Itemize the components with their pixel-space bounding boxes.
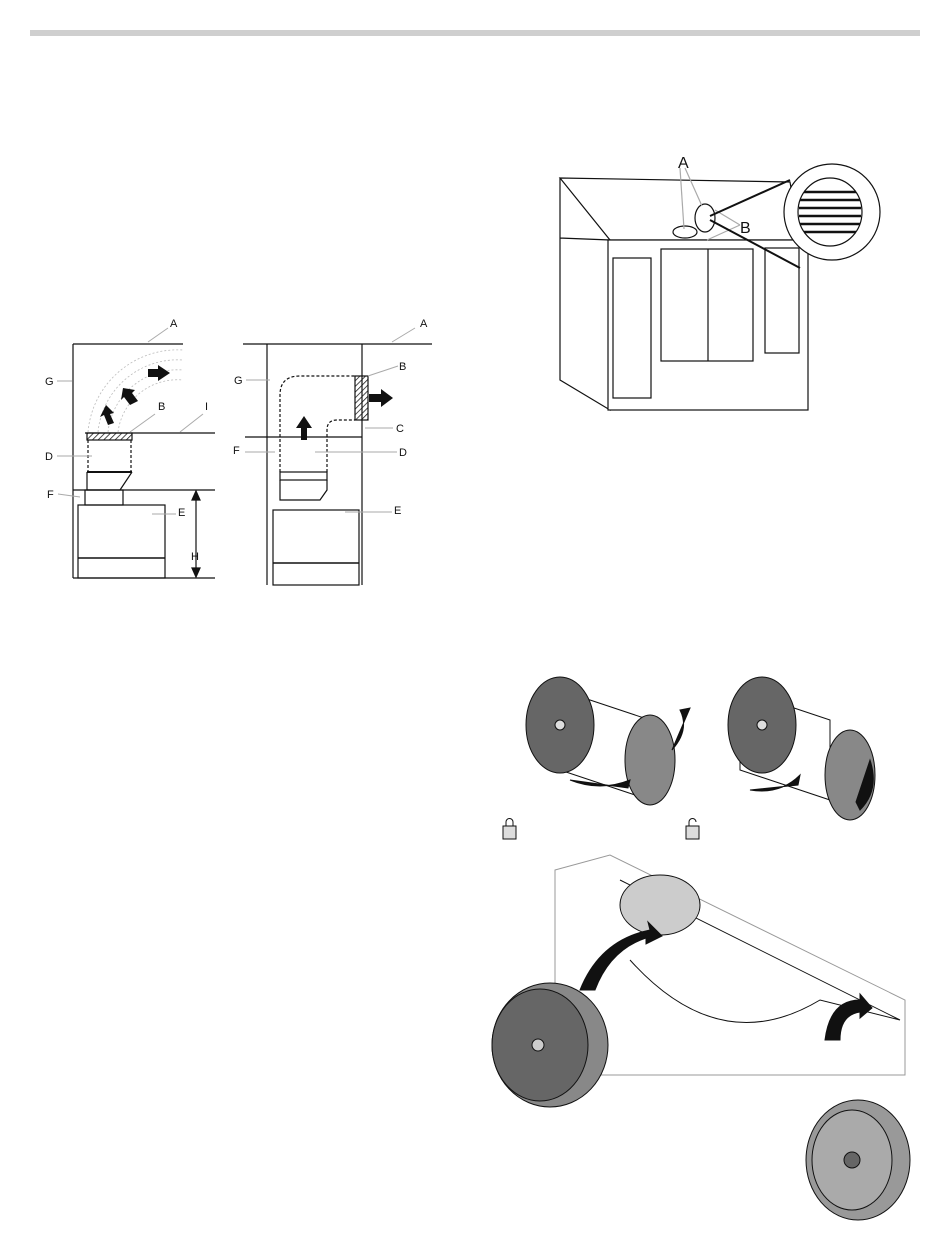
label-a-cabinet: A xyxy=(678,155,689,172)
label-b-right: B xyxy=(399,361,406,373)
label-a-right: A xyxy=(420,318,428,330)
label-b-left: B xyxy=(158,401,165,413)
label-e-right: E xyxy=(394,505,401,517)
label-b-cabinet: B xyxy=(740,220,751,237)
lock-open-icon xyxy=(685,818,700,840)
label-f-left: F xyxy=(47,489,54,501)
label-d-left: D xyxy=(45,451,53,463)
label-a-left: A xyxy=(170,318,178,330)
label-d-right: D xyxy=(399,447,407,459)
filter-lock-illustration xyxy=(525,676,876,821)
ducting-diagram-right xyxy=(243,327,432,586)
top-rule xyxy=(30,30,920,36)
label-c-right: C xyxy=(396,423,404,435)
ducting-diagram-left xyxy=(57,327,215,579)
cabinet-illustration xyxy=(558,163,881,412)
label-f-right: F xyxy=(233,445,240,457)
filter-install-illustration xyxy=(491,854,911,1221)
label-g-right: G xyxy=(234,375,243,387)
lock-closed-icon xyxy=(502,818,517,840)
label-e-left: E xyxy=(178,507,185,519)
label-h-left: H xyxy=(191,551,199,563)
label-g-left: G xyxy=(45,376,54,388)
label-i-left: I xyxy=(205,401,208,413)
